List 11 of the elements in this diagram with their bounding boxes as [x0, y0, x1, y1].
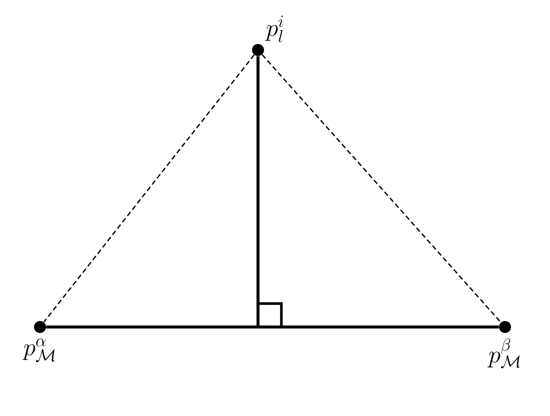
dashed-line	[43, 54, 255, 323]
right-angle-mark	[258, 302, 283, 327]
line	[256, 56, 260, 327]
point: $p_{l}^{i}$	[252, 16, 283, 56]
node-label: $p_{\mathcal{M}}^{\beta}$	[488, 338, 520, 368]
point: $p_{\mathcal{M}}^{\alpha}$	[22, 321, 55, 362]
dashed-line	[262, 54, 502, 323]
node-label: $p_{l}^{i}$	[265, 16, 283, 42]
node-label: $p_{\mathcal{M}}^{\alpha}$	[22, 338, 55, 362]
point: $p_{\mathcal{M}}^{\beta}$	[488, 321, 520, 368]
line	[46, 326, 499, 328]
